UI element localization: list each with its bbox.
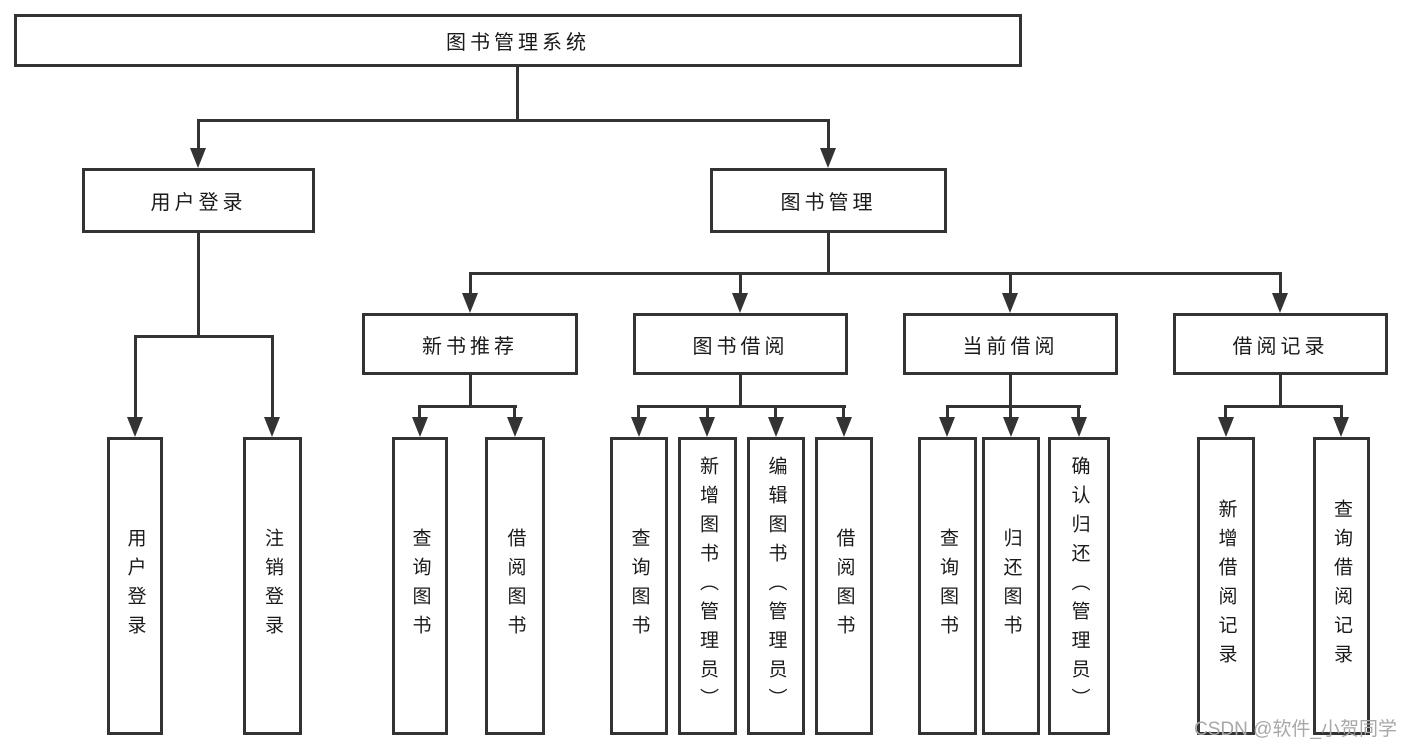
connector-line [1009,375,1012,407]
connector-line [1009,272,1012,295]
connector-line [946,405,949,419]
arrow-down-icon [768,417,784,437]
leaf-return-books-label: 归还图书 [1000,528,1022,644]
leaf-borrow-books-recommend-label: 借阅图书 [504,528,526,644]
arrow-down-icon [127,417,143,437]
connector-line [516,66,519,119]
connector-line [197,119,200,150]
connector-line [418,405,517,408]
connector-line [946,405,1081,408]
leaf-query-books-borrowing-label: 查询图书 [628,528,650,644]
leaf-add-books-admin-label: 新增图书（管理员） [697,455,718,717]
connector-line [513,405,516,419]
leaf-user-login: 用户登录 [107,437,163,735]
connector-line [739,272,742,295]
leaf-logout-login-label: 注销登录 [262,528,283,644]
arrow-down-icon [190,148,206,168]
connector-line [706,405,709,419]
leaf-query-books-recommend: 查询图书 [392,437,448,735]
leaf-query-borrow-record: 查询借阅记录 [1313,437,1370,735]
node-user-login-label: 用户登录 [150,192,247,214]
node-borrowing-records-label: 借阅记录 [1232,335,1329,358]
leaf-user-login-label: 用户登录 [124,528,146,644]
node-new-book-recommendation: 新书推荐 [362,313,578,375]
leaf-query-books-current: 查询图书 [918,437,977,735]
leaf-query-books-current-label: 查询图书 [937,528,958,644]
connector-line [1224,405,1227,419]
connector-line [1224,405,1342,408]
node-library-system: 图书管理系统 [14,14,1022,67]
arrow-down-icon [1003,417,1019,437]
connector-line [827,233,830,272]
node-library-system-label: 图书管理系统 [446,32,590,54]
connector-line [197,233,200,335]
connector-line [1279,272,1282,295]
connector-line [469,272,472,295]
arrow-down-icon [1272,293,1288,313]
leaf-query-books-recommend-label: 查询图书 [409,528,431,644]
connector-line [418,405,421,419]
connector-line [827,119,830,150]
leaf-query-borrow-record-label: 查询借阅记录 [1331,499,1352,673]
connector-line [842,405,845,419]
connector-line [774,405,777,419]
leaf-borrow-books-borrowing: 借阅图书 [815,437,873,735]
arrow-down-icon [412,417,428,437]
leaf-add-books-admin: 新增图书（管理员） [678,437,737,735]
node-user-login: 用户登录 [82,168,315,233]
node-book-borrowing-label: 图书借阅 [692,335,789,358]
leaf-add-borrow-record: 新增借阅记录 [1197,437,1255,735]
arrow-down-icon [264,417,280,437]
connector-line [1279,375,1282,407]
arrow-down-icon [732,293,748,313]
connector-line [197,119,830,122]
node-book-management: 图书管理 [710,168,947,233]
connector-line [134,335,137,419]
connector-line [469,272,1282,275]
arrow-down-icon [1002,293,1018,313]
connector-line [469,375,472,407]
node-new-book-recommendation-label: 新书推荐 [422,335,518,358]
connector-line [271,335,274,419]
node-current-borrowing-label: 当前借阅 [962,335,1059,358]
connector-line [637,405,846,408]
node-book-borrowing: 图书借阅 [633,313,848,375]
arrow-down-icon [1218,417,1234,437]
arrow-down-icon [1333,417,1349,437]
leaf-borrow-books-borrowing-label: 借阅图书 [833,528,855,644]
watermark-csdn: CSDN @软件_小贺同学 [1194,719,1397,740]
connector-line [1009,405,1012,419]
node-current-borrowing: 当前借阅 [903,313,1118,375]
node-borrowing-records: 借阅记录 [1173,313,1388,375]
leaf-confirm-return-admin: 确认归还（管理员） [1048,437,1110,735]
arrow-down-icon [939,417,955,437]
leaf-edit-books-admin-label: 编辑图书（管理员） [765,455,787,717]
connector-line [1340,405,1343,419]
connector-line [637,405,640,419]
leaf-borrow-books-recommend: 借阅图书 [485,437,545,735]
arrow-down-icon [820,148,836,168]
arrow-down-icon [1071,417,1087,437]
arrow-down-icon [836,417,852,437]
arrow-down-icon [462,293,478,313]
connector-line [1077,405,1080,419]
arrow-down-icon [631,417,647,437]
leaf-edit-books-admin: 编辑图书（管理员） [747,437,805,735]
leaf-confirm-return-admin-label: 确认归还（管理员） [1068,455,1090,717]
connector-line [739,375,742,407]
arrow-down-icon [699,417,715,437]
arrow-down-icon [507,417,523,437]
node-book-management-label: 图书管理 [780,192,877,214]
leaf-return-books: 归还图书 [982,437,1040,735]
leaf-logout-login: 注销登录 [243,437,302,735]
leaf-query-books-borrowing: 查询图书 [610,437,668,735]
connector-line [134,335,274,338]
leaf-add-borrow-record-label: 新增借阅记录 [1215,499,1237,673]
